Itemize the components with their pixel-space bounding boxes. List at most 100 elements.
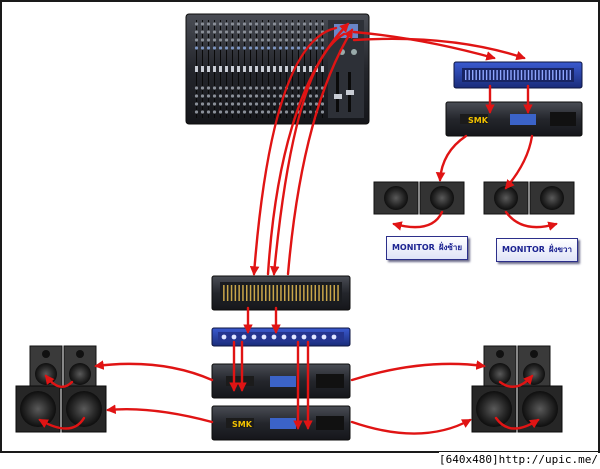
crossover-knob	[281, 334, 287, 340]
eq-slider	[499, 70, 502, 80]
speaker-icon	[471, 385, 517, 433]
monitor-speaker-right-pair	[483, 181, 575, 215]
crossover-knob	[321, 334, 327, 340]
signal-arrow	[106, 404, 214, 424]
main-speaker-left-tops	[29, 345, 97, 389]
monitor-label-word: MONITOR	[391, 243, 435, 252]
eq-slider	[569, 70, 571, 80]
crossover-knob	[221, 334, 227, 340]
speaker-icon	[29, 345, 63, 389]
eq-slider	[295, 285, 297, 301]
eq-slider	[485, 70, 488, 80]
eq-slider	[479, 70, 481, 80]
eq-slider	[318, 285, 320, 301]
speaker-icon	[63, 345, 97, 389]
signal-arrow	[392, 210, 444, 231]
eq-slider	[299, 285, 301, 301]
crossover-knob	[271, 334, 277, 340]
eq-slider	[226, 285, 229, 301]
eq-slider	[559, 70, 561, 80]
signal-arrow	[498, 374, 534, 388]
eq-slider	[513, 70, 516, 80]
eq-slider	[314, 285, 316, 301]
eq-slider	[280, 285, 282, 301]
signal-arrow	[38, 416, 86, 430]
eq-slider	[253, 285, 256, 301]
eq-slider	[257, 285, 259, 301]
eq-slider	[337, 285, 339, 301]
eq-slider	[510, 70, 512, 80]
monitor-label-suffix: ฝั่งขวา	[548, 245, 572, 254]
eq-slider	[272, 285, 275, 301]
eq-slider	[503, 70, 505, 80]
signal-arrow	[435, 134, 468, 182]
eq-slider	[291, 285, 294, 301]
eq-slider	[265, 285, 267, 301]
eq-slider	[475, 70, 477, 80]
eq-slider	[506, 70, 509, 80]
signal-arrow	[504, 134, 534, 190]
equalizer-icon	[453, 61, 583, 89]
crossover-knob	[251, 334, 257, 340]
power-amplifier-icon	[211, 363, 351, 399]
eq-slider	[268, 285, 271, 301]
eq-slider	[246, 285, 248, 301]
signal-arrow	[350, 360, 486, 382]
eq-slider	[527, 70, 530, 80]
image-resolution: [640x480]	[439, 453, 499, 466]
brand-label: SMK	[468, 116, 489, 125]
eq-slider	[562, 70, 564, 80]
monitor-speaker-left-pair	[373, 181, 465, 215]
equalizer-icon	[211, 275, 351, 311]
eq-slider	[333, 285, 335, 301]
eq-slider	[329, 285, 332, 301]
signal-arrow	[494, 416, 540, 430]
signal-arrow	[504, 210, 558, 231]
eq-slider	[545, 70, 547, 80]
eq-slider	[566, 70, 568, 80]
monitor-label-word: MONITOR	[502, 245, 545, 254]
brand-label: SMK	[232, 420, 253, 429]
signal-arrow	[249, 26, 338, 276]
speaker-icon	[517, 345, 551, 389]
signal-arrow	[266, 22, 350, 276]
speaker-icon	[15, 385, 61, 433]
signal-arrows	[38, 22, 558, 435]
eq-slider	[482, 70, 484, 80]
eq-slider	[538, 70, 540, 80]
signal-arrow	[352, 37, 526, 61]
signal-arrow	[286, 28, 354, 276]
eq-slider	[310, 285, 313, 301]
image-host-footer: [640x480]http://upic.me/	[439, 452, 598, 468]
main-speaker-right-tops	[483, 345, 551, 389]
power-amplifier-icon: SMK	[211, 405, 351, 441]
eq-slider	[234, 285, 237, 301]
image-host-link[interactable]: http://upic.me/	[498, 453, 598, 466]
monitor-label-suffix: ฝั่งซ้าย	[438, 243, 463, 252]
signal-arrow	[44, 374, 74, 388]
crossover-knob	[291, 334, 297, 340]
eq-slider	[468, 70, 470, 80]
main-speaker-left-subs	[15, 385, 107, 433]
signal-arrow	[350, 418, 472, 435]
eq-slider	[492, 70, 495, 80]
eq-slider	[541, 70, 544, 80]
eq-slider	[534, 70, 537, 80]
signal-arrow	[352, 30, 496, 61]
eq-slider	[303, 285, 305, 301]
crossover-knob	[231, 334, 237, 340]
eq-slider	[230, 285, 233, 301]
eq-slider	[276, 285, 278, 301]
speaker-icon	[61, 385, 107, 433]
sound-system-diagram: SMK	[15, 13, 583, 441]
eq-slider	[261, 285, 263, 301]
eq-slider	[284, 285, 286, 301]
eq-slider	[472, 70, 474, 80]
signal-arrow	[94, 360, 214, 382]
eq-slider	[249, 285, 252, 301]
eq-slider	[306, 285, 309, 301]
eq-slider	[465, 70, 467, 80]
speaker-icon	[517, 385, 563, 433]
